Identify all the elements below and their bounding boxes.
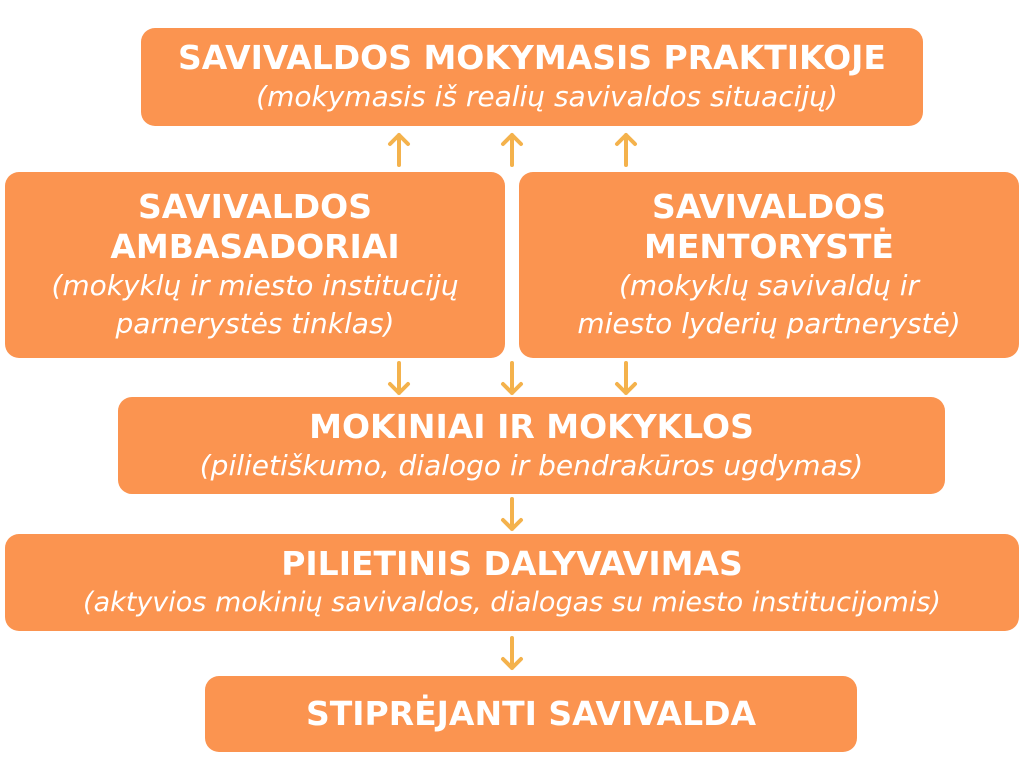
arrow-down-icon	[615, 361, 637, 395]
arrow-down-icon	[501, 497, 523, 531]
box-subtitle: (mokymasis iš realių savivaldos situacij…	[256, 80, 838, 113]
box-self-governance-practice: SAVIVALDOS MOKYMASIS PRAKTIKOJE (mokymas…	[141, 28, 923, 126]
box-subtitle: (pilietiškumo, dialogo ir bendrakūros ug…	[199, 448, 864, 482]
arrow-up-icon	[388, 133, 410, 167]
box-title: STIPRĖJANTI SAVIVALDA	[305, 694, 757, 733]
arrow-up-icon	[615, 133, 637, 167]
box-title: PILIETINIS DALYVAVIMAS	[281, 543, 743, 583]
arrow-up-icon	[501, 133, 523, 167]
arrow-down-icon	[501, 361, 523, 395]
box-title: SAVIVALDOS MOKYMASIS PRAKTIKOJE	[178, 38, 886, 77]
box-subtitle: (mokyklų savivaldų ir miesto lyderių par…	[577, 269, 961, 340]
box-mentorship: SAVIVALDOS MENTORYSTĖ (mokyklų savivaldų…	[519, 172, 1019, 358]
arrow-down-icon	[388, 361, 410, 395]
box-subtitle: (mokyklų ir miesto institucijų parneryst…	[51, 269, 459, 340]
box-civic-participation: PILIETINIS DALYVAVIMAS (aktyvios mokinių…	[5, 534, 1019, 631]
box-ambassadors: SAVIVALDOS AMBASADORIAI (mokyklų ir mies…	[5, 172, 505, 358]
box-title: SAVIVALDOS AMBASADORIAI	[110, 187, 400, 266]
box-strengthening-self-governance: STIPRĖJANTI SAVIVALDA	[205, 676, 857, 752]
box-students-schools: MOKINIAI IR MOKYKLOS (pilietiškumo, dial…	[118, 397, 945, 494]
box-title: SAVIVALDOS MENTORYSTĖ	[644, 187, 894, 266]
arrow-down-icon	[501, 636, 523, 670]
box-subtitle: (aktyvios mokinių savivaldos, dialogas s…	[83, 586, 941, 618]
box-title: MOKINIAI IR MOKYKLOS	[309, 406, 754, 446]
